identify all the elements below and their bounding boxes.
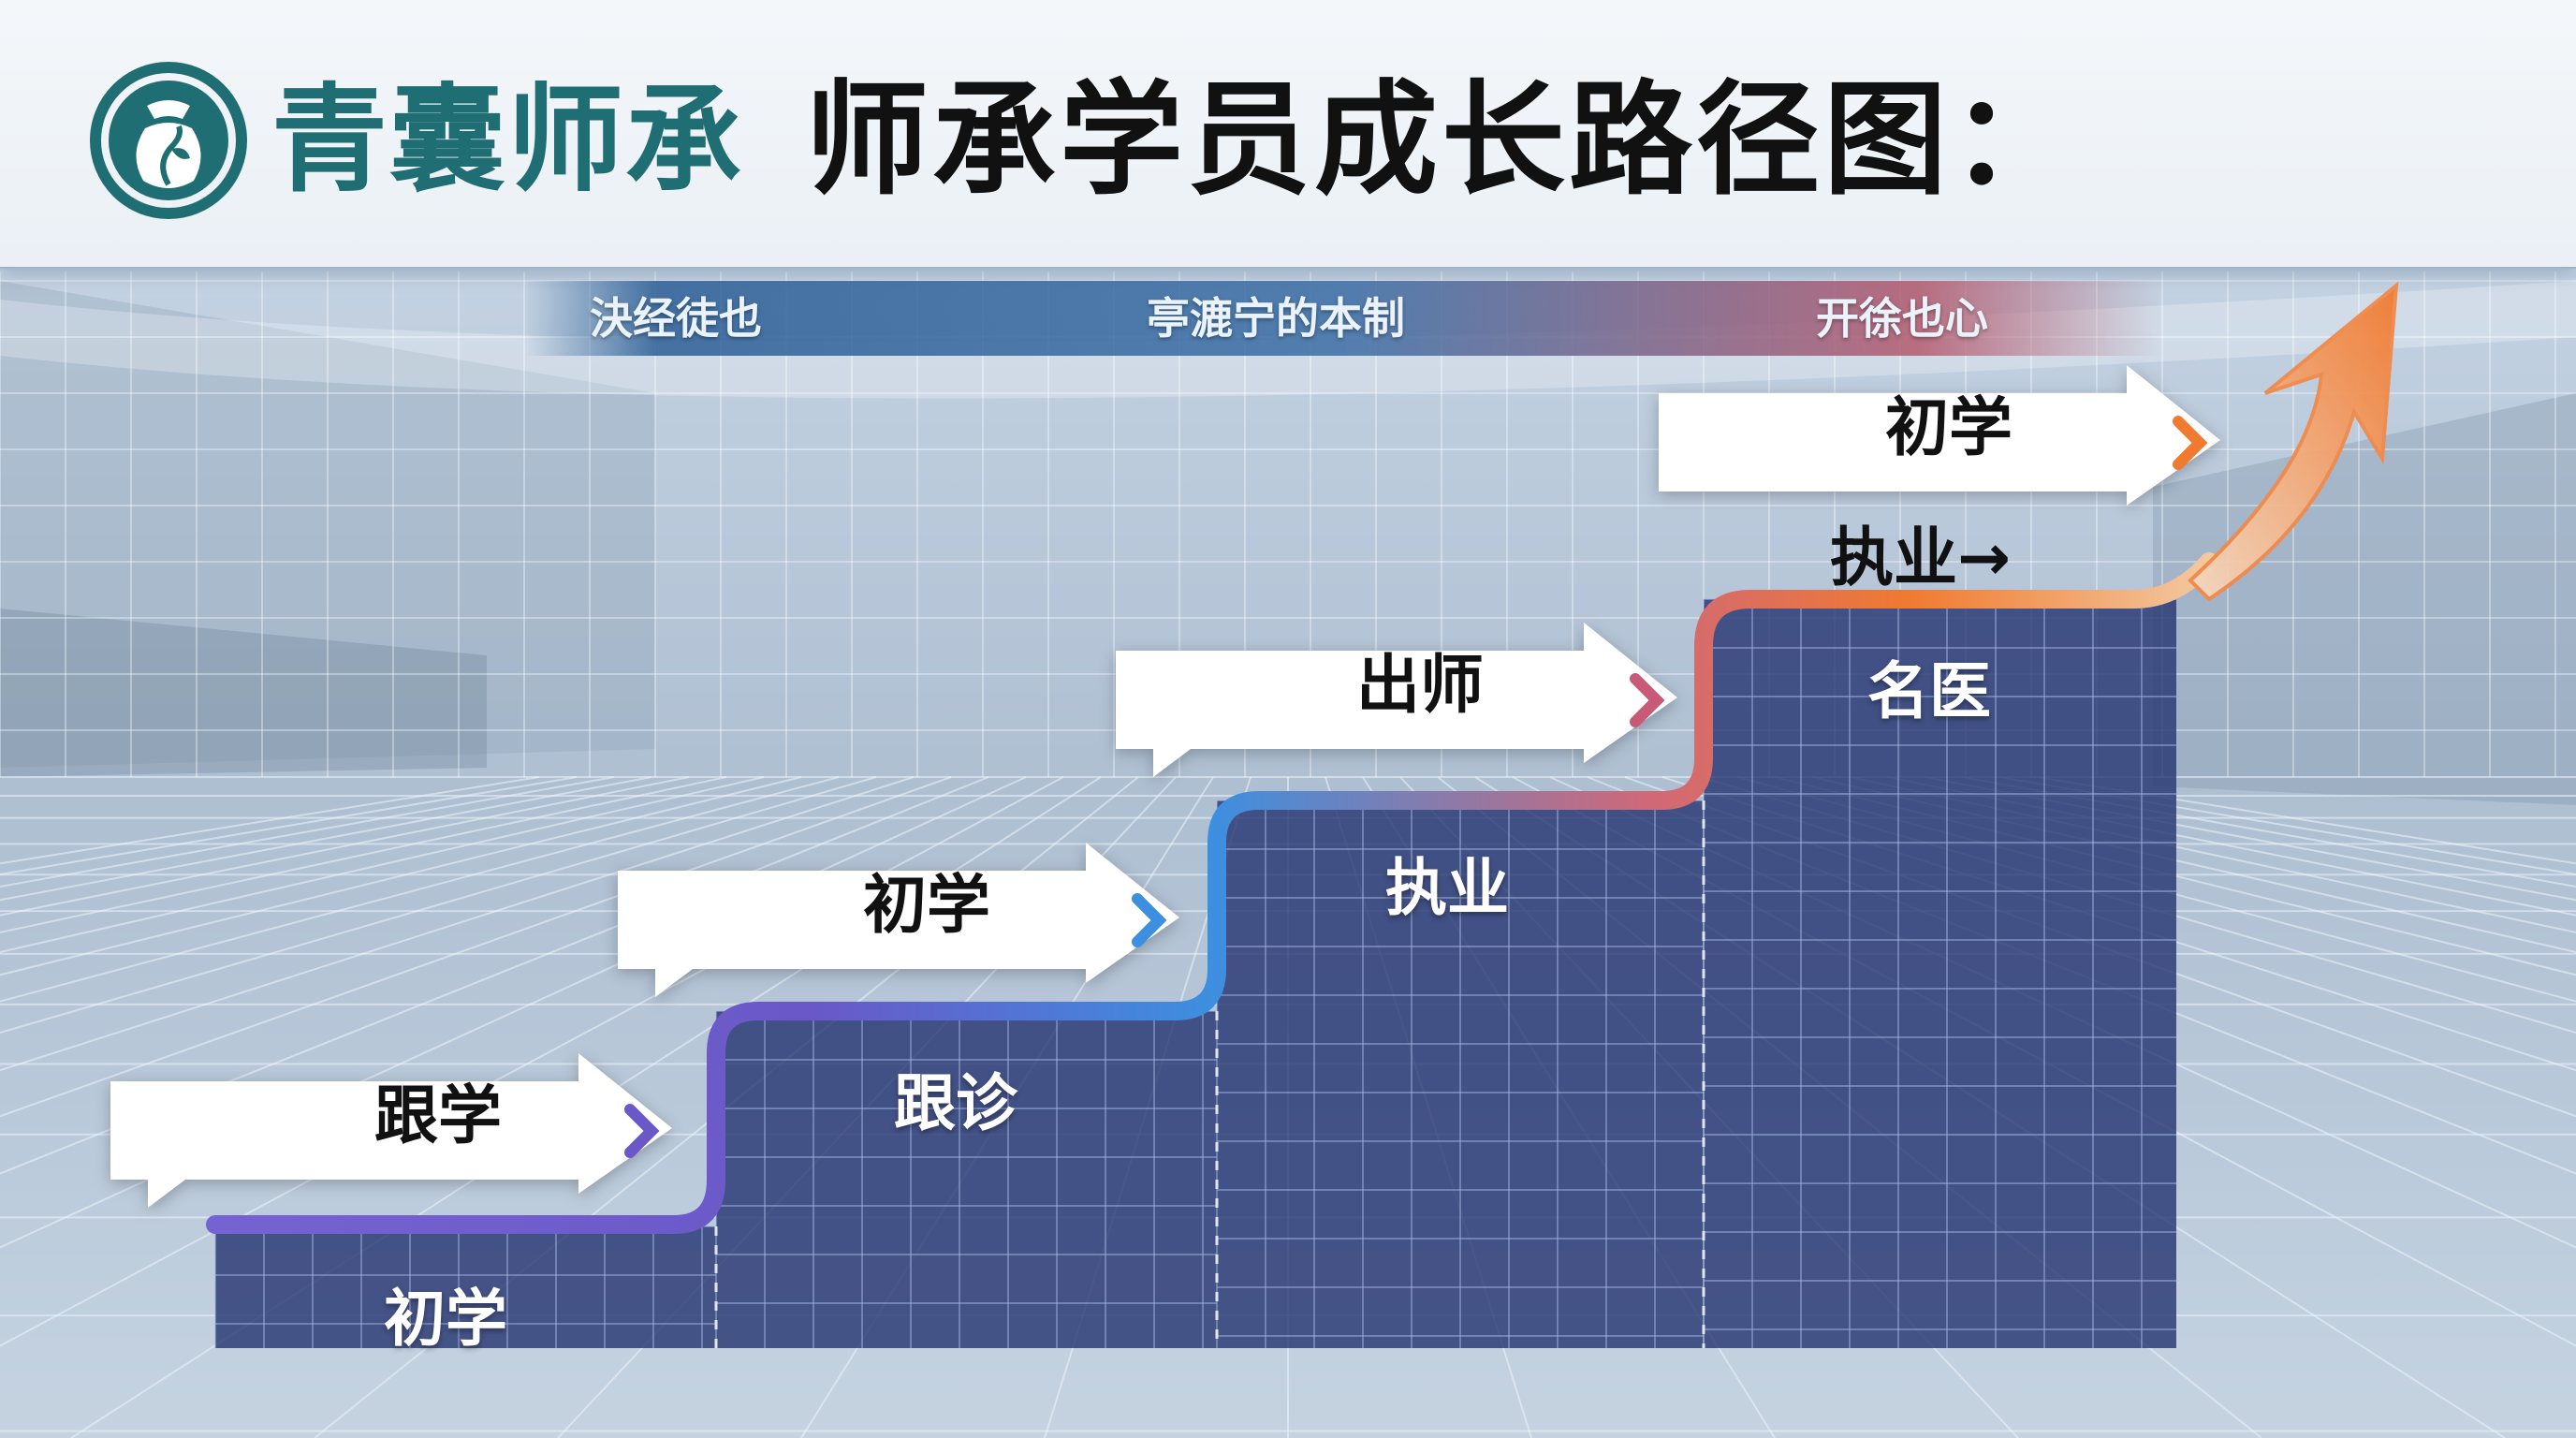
page-title: 师承学员成长路径图： <box>805 68 2078 213</box>
stair-label-2: 跟诊 <box>894 1067 1017 1139</box>
stair-step-1 <box>215 1226 716 1348</box>
top-extra-label: 执业→ <box>1830 521 2011 595</box>
callout-label-3: 出师 <box>1355 649 1484 723</box>
callout-3: 出师 <box>1116 623 1677 777</box>
callout-4: 初学 <box>1659 365 2220 506</box>
callout-1: 跟学 <box>110 1053 672 1208</box>
callout-label-4: 初学 <box>1884 391 2012 465</box>
stair-step-4 <box>1704 599 2176 1348</box>
growth-arrow <box>2188 281 2399 602</box>
stair-label-4: 名医 <box>1867 655 1991 727</box>
callout-label-1: 跟学 <box>373 1079 502 1153</box>
phase-label-1: 決经徒也 <box>590 293 762 344</box>
callout-label-2: 初学 <box>862 869 990 943</box>
stair-step-3 <box>1217 800 1704 1348</box>
header-bar: 青囊师承 师承学员成长路径图： <box>0 0 2576 269</box>
callout-2: 初学 <box>618 843 1179 997</box>
brand-name: 青囊师承 <box>271 73 744 208</box>
stair-label-1: 初学 <box>384 1283 507 1355</box>
phase-label-2: 亭漉宁的本制 <box>1147 293 1405 344</box>
phase-label-3: 开徐也心 <box>1816 293 1988 344</box>
phase-banner <box>524 281 2162 356</box>
brand-logo <box>90 62 247 219</box>
stair-label-3: 执业 <box>1385 852 1509 924</box>
stair-step-2 <box>716 1011 1217 1348</box>
